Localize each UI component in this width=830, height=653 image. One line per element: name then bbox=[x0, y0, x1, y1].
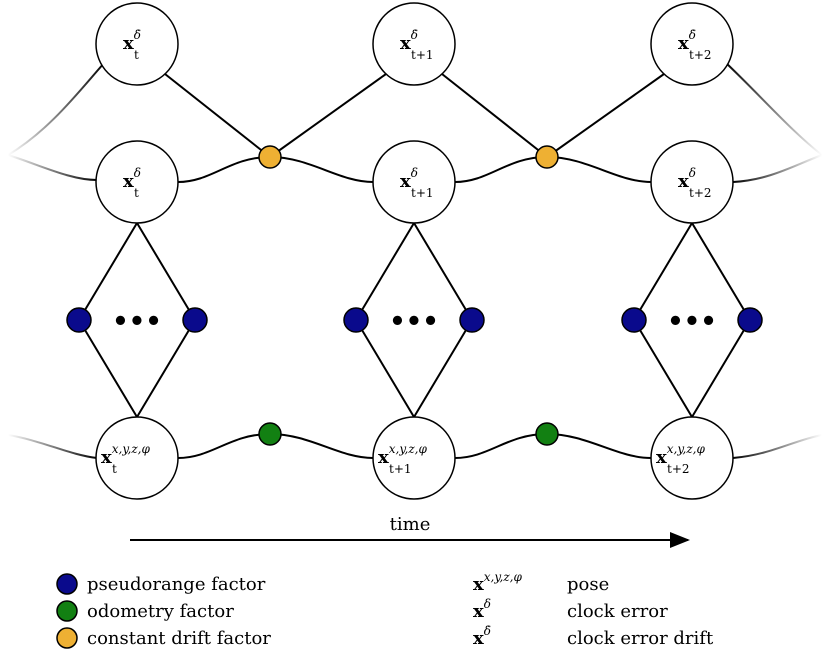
drift-node-1: xδ̇t+1 bbox=[372, 2, 456, 86]
drift-node-2-circle bbox=[650, 2, 734, 86]
pseudorange-factor bbox=[343, 307, 369, 333]
edge-drift-to-factor bbox=[164, 73, 271, 158]
constant-drift-factor bbox=[535, 145, 559, 169]
odometry-factor bbox=[535, 422, 559, 446]
edge-odometry-to-pose bbox=[269, 433, 374, 459]
ellipsis-t2: ••• bbox=[667, 307, 717, 337]
legend-variables: xx,y,z,φ pose xδ clock error xδ̇ clock e… bbox=[473, 570, 714, 649]
legend-clock-label: clock error bbox=[567, 601, 668, 622]
drift-node-1-circle bbox=[372, 2, 456, 86]
legend-pseudorange-label: pseudorange factor bbox=[87, 574, 266, 595]
legend-clock-symbol: xδ bbox=[473, 597, 491, 622]
odometry-factor bbox=[258, 422, 282, 446]
offscreen-edges bbox=[7, 61, 823, 459]
drift-node-0: xδ̇t bbox=[95, 2, 179, 86]
drift-node-0-label: xδ̇t bbox=[123, 28, 141, 62]
legend-pose-symbol: xx,y,z,φ bbox=[473, 570, 522, 595]
pseudorange-factor-icon bbox=[56, 573, 78, 595]
time-axis: time bbox=[130, 514, 690, 548]
edge-drift-to-factor bbox=[441, 73, 548, 158]
constant-drift-factor bbox=[258, 145, 282, 169]
legend-drift-label: constant drift factor bbox=[87, 628, 271, 649]
legend-factors: pseudorange factor odometry factor const… bbox=[56, 573, 271, 649]
drift-node-1-label: xδ̇t+1 bbox=[400, 28, 434, 62]
edge-factor-to-drift bbox=[546, 73, 665, 158]
edge-clock-to-factor bbox=[454, 156, 548, 183]
edge-pose-to-odometry bbox=[177, 433, 271, 459]
ellipsis-group: ••• ••• ••• bbox=[112, 307, 717, 337]
ellipsis-t: ••• bbox=[112, 307, 162, 337]
edge-clock-to-factor bbox=[177, 156, 271, 183]
legend-drift-var-label: clock error drift bbox=[567, 628, 714, 649]
drift-node-2-label: xδ̇t+2 bbox=[678, 28, 712, 62]
clock-node-2-circle bbox=[650, 140, 734, 224]
pseudorange-factor bbox=[459, 307, 485, 333]
pose-node-2-circle bbox=[650, 416, 734, 500]
pseudorange-factor bbox=[737, 307, 763, 333]
legend-odometry-label: odometry factor bbox=[87, 601, 234, 622]
clock-node-1-circle bbox=[372, 140, 456, 224]
edge-factor-to-drift bbox=[269, 73, 387, 158]
pseudorange-factor bbox=[182, 307, 208, 333]
clock-node-0-circle bbox=[95, 140, 179, 224]
drift-node-2: xδ̇t+2 bbox=[650, 2, 734, 86]
pseudorange-factor bbox=[66, 307, 92, 333]
edge-factor-to-clock bbox=[269, 156, 374, 183]
pose-node-1-circle bbox=[372, 416, 456, 500]
odometry-factor-icon bbox=[56, 600, 78, 622]
time-label: time bbox=[390, 514, 431, 535]
drift-node-0-circle bbox=[95, 2, 179, 86]
legend: pseudorange factor odometry factor const… bbox=[56, 570, 714, 649]
edge-odometry-to-pose bbox=[546, 433, 652, 459]
factor-nodes bbox=[66, 145, 763, 446]
pose-node-0-circle bbox=[95, 416, 179, 500]
constant-drift-factor-icon bbox=[56, 627, 78, 649]
pseudorange-factor bbox=[621, 307, 647, 333]
legend-pose-label: pose bbox=[567, 574, 609, 595]
legend-drift-symbol: xδ̇ bbox=[473, 624, 491, 649]
graph-edges bbox=[77, 73, 752, 459]
edge-pose-to-odometry bbox=[454, 433, 548, 459]
ellipsis-t1: ••• bbox=[389, 307, 439, 337]
edge-factor-to-clock bbox=[546, 156, 652, 183]
